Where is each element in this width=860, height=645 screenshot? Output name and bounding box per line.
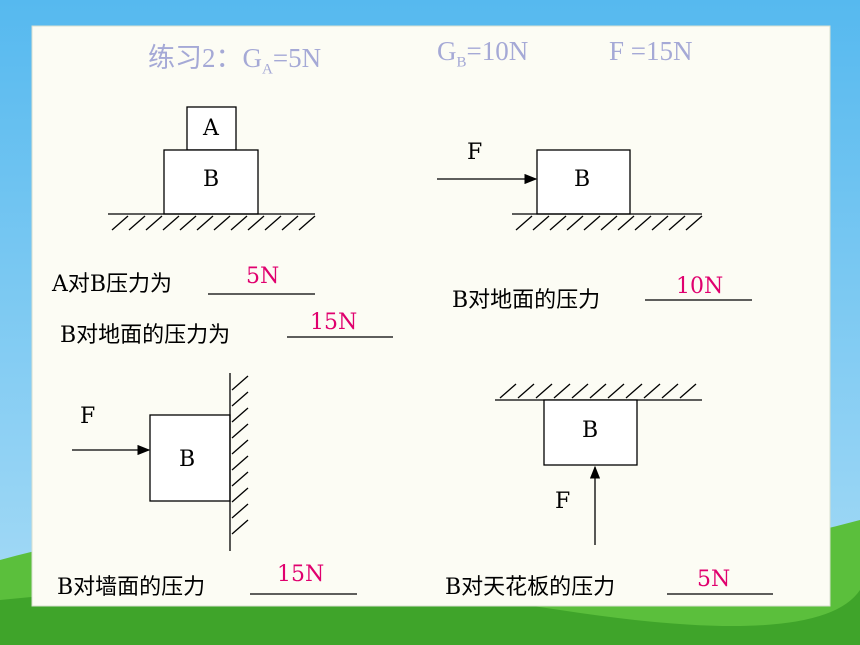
answer-text: 15N bbox=[310, 310, 358, 335]
answer-text: 10N bbox=[676, 274, 724, 299]
ground-hatch bbox=[111, 215, 316, 231]
question-text: B对天花板的压力 bbox=[445, 575, 616, 600]
force-label: F bbox=[80, 404, 96, 429]
wall-hatch bbox=[231, 375, 249, 535]
force-label: F bbox=[555, 489, 571, 514]
question-text: A对B压力为 bbox=[52, 272, 173, 297]
block-b-label: B bbox=[582, 418, 599, 443]
block-b-box bbox=[543, 399, 638, 466]
answer-text: 15N bbox=[277, 562, 325, 587]
block-b-label: B bbox=[179, 447, 196, 472]
block-a-label: A bbox=[203, 116, 219, 141]
block-b-label: B bbox=[203, 167, 220, 192]
force-label: F bbox=[467, 140, 483, 165]
question-text: B对地面的压力为 bbox=[60, 323, 231, 348]
ground-hatch bbox=[515, 215, 703, 231]
block-b-box bbox=[163, 149, 259, 215]
block-a-box bbox=[186, 106, 237, 151]
block-b-box bbox=[149, 414, 231, 502]
ceiling-hatch bbox=[499, 383, 697, 399]
answer-text: 5N bbox=[246, 264, 280, 289]
question-text: B对地面的压力 bbox=[452, 288, 601, 313]
answer-text: 5N bbox=[697, 567, 731, 592]
exercise-title-f: F =15N bbox=[609, 36, 693, 66]
block-b-label: B bbox=[574, 167, 591, 192]
exercise-title-gb: GB=10N bbox=[437, 36, 529, 71]
exercise-title: 练习2：GA=5N bbox=[148, 43, 322, 78]
question-text: B对墙面的压力 bbox=[57, 575, 206, 600]
white-board bbox=[31, 25, 831, 607]
